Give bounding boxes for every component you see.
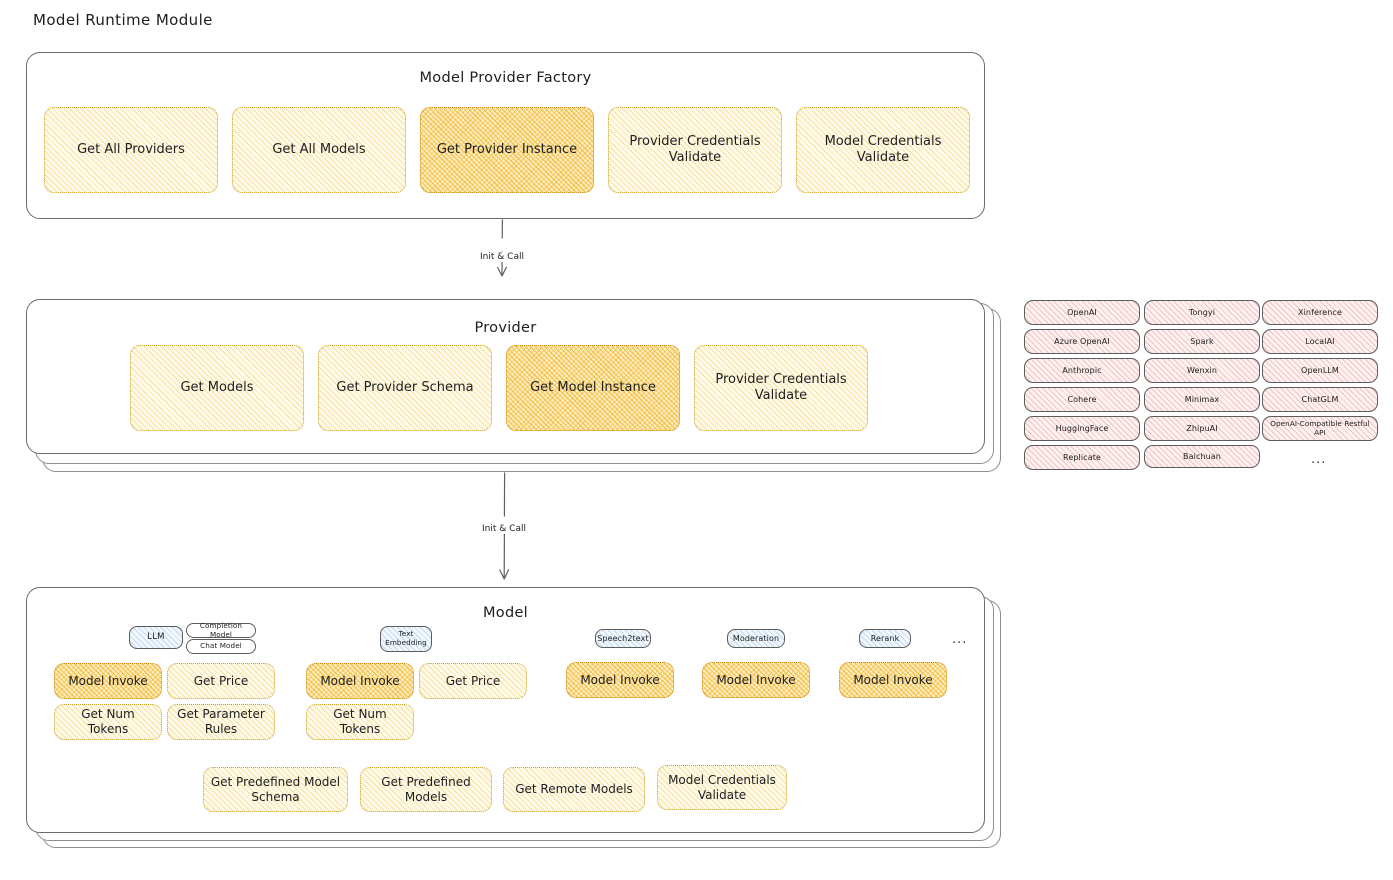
provider-chip-cohere[interactable]: Cohere (1024, 387, 1140, 412)
model-type-badge-rerank[interactable]: Rerank (859, 629, 911, 648)
arrow-label-init-call-2: Init & Call (479, 524, 529, 534)
provider-chip-openai[interactable]: OpenAI (1024, 300, 1140, 325)
llm-method-model-invoke[interactable]: Model Invoke (54, 663, 162, 699)
model-common-get-predefined-models[interactable]: Get Predefined Models (360, 767, 492, 812)
llm-method-get-parameter-rules[interactable]: Get Parameter Rules (167, 704, 275, 740)
provider-chip-chatglm[interactable]: ChatGLM (1262, 387, 1378, 412)
provider-chip-azure-openai[interactable]: Azure OpenAI (1024, 329, 1140, 354)
provider-item-get-provider-schema[interactable]: Get Provider Schema (318, 345, 492, 431)
model-type-badge-text-embedding[interactable]: Text Embedding (380, 626, 432, 652)
provider-chip-huggingface[interactable]: HuggingFace (1024, 416, 1140, 441)
provider-chip-baichuan[interactable]: Baichuan (1144, 445, 1260, 468)
model-common-get-remote-models[interactable]: Get Remote Models (503, 767, 645, 812)
model-types-more-ellipsis: ... (952, 632, 968, 647)
provider-chip-xinference[interactable]: Xinference (1262, 300, 1378, 325)
llm-method-get-price[interactable]: Get Price (167, 663, 275, 699)
provider-chip-tongyi[interactable]: Tongyi (1144, 300, 1260, 325)
provider-chip-spark[interactable]: Spark (1144, 329, 1260, 354)
moderation-method-model-invoke[interactable]: Model Invoke (702, 662, 810, 698)
speech2text-method-model-invoke[interactable]: Model Invoke (566, 662, 674, 698)
provider-chip-replicate[interactable]: Replicate (1024, 445, 1140, 470)
model-type-badge-llm[interactable]: LLM (129, 626, 183, 649)
llm-method-get-num-tokens[interactable]: Get Num Tokens (54, 704, 162, 740)
model-common-get-predefined-model-schema[interactable]: Get Predefined Model Schema (203, 767, 348, 812)
page-title: Model Runtime Module (33, 11, 213, 29)
provider-item-provider-credentials-validate[interactable]: Provider Credentials Validate (694, 345, 868, 431)
model-type-badge-moderation[interactable]: Moderation (727, 629, 785, 648)
model-provider-factory-title: Model Provider Factory (419, 70, 592, 86)
provider-list-more-ellipsis: ... (1311, 452, 1327, 467)
provider-item-get-model-instance[interactable]: Get Model Instance (506, 345, 680, 431)
provider-chip-localai[interactable]: LocalAI (1262, 329, 1378, 354)
factory-item-get-all-models[interactable]: Get All Models (232, 107, 406, 193)
provider-chip-wenxin[interactable]: Wenxin (1144, 358, 1260, 383)
text-embedding-method-model-invoke[interactable]: Model Invoke (306, 663, 414, 699)
provider-chip-anthropic[interactable]: Anthropic (1024, 358, 1140, 383)
model-subtype-badge-completion-model[interactable]: Completion Model (186, 621, 256, 638)
model-common-model-credentials-validate[interactable]: Model Credentials Validate (657, 765, 787, 810)
provider-chip-minimax[interactable]: Minimax (1144, 387, 1260, 412)
provider-chip-zhipuai[interactable]: ZhipuAI (1144, 416, 1260, 441)
text-embedding-method-get-num-tokens[interactable]: Get Num Tokens (306, 704, 414, 740)
model-title: Model (482, 605, 529, 621)
factory-item-provider-credentials-validate[interactable]: Provider Credentials Validate (608, 107, 782, 193)
arrow-label-init-call-1: Init & Call (477, 252, 527, 262)
provider-chip-openllm[interactable]: OpenLLM (1262, 358, 1378, 383)
model-type-badge-speech2text[interactable]: Speech2text (595, 629, 651, 648)
factory-item-get-all-providers[interactable]: Get All Providers (44, 107, 218, 193)
provider-title: Provider (474, 320, 537, 336)
arrow-provider-to-model (499, 472, 510, 580)
model-subtype-badge-chat-model[interactable]: Chat Model (186, 639, 256, 654)
provider-chip-openai-compatible-restful-api[interactable]: OpenAI-Compatible Restful API (1262, 416, 1378, 441)
text-embedding-method-get-price[interactable]: Get Price (419, 663, 527, 699)
factory-item-get-provider-instance[interactable]: Get Provider Instance (420, 107, 594, 193)
provider-item-get-models[interactable]: Get Models (130, 345, 304, 431)
factory-item-model-credentials-validate[interactable]: Model Credentials Validate (796, 107, 970, 193)
rerank-method-model-invoke[interactable]: Model Invoke (839, 662, 947, 698)
